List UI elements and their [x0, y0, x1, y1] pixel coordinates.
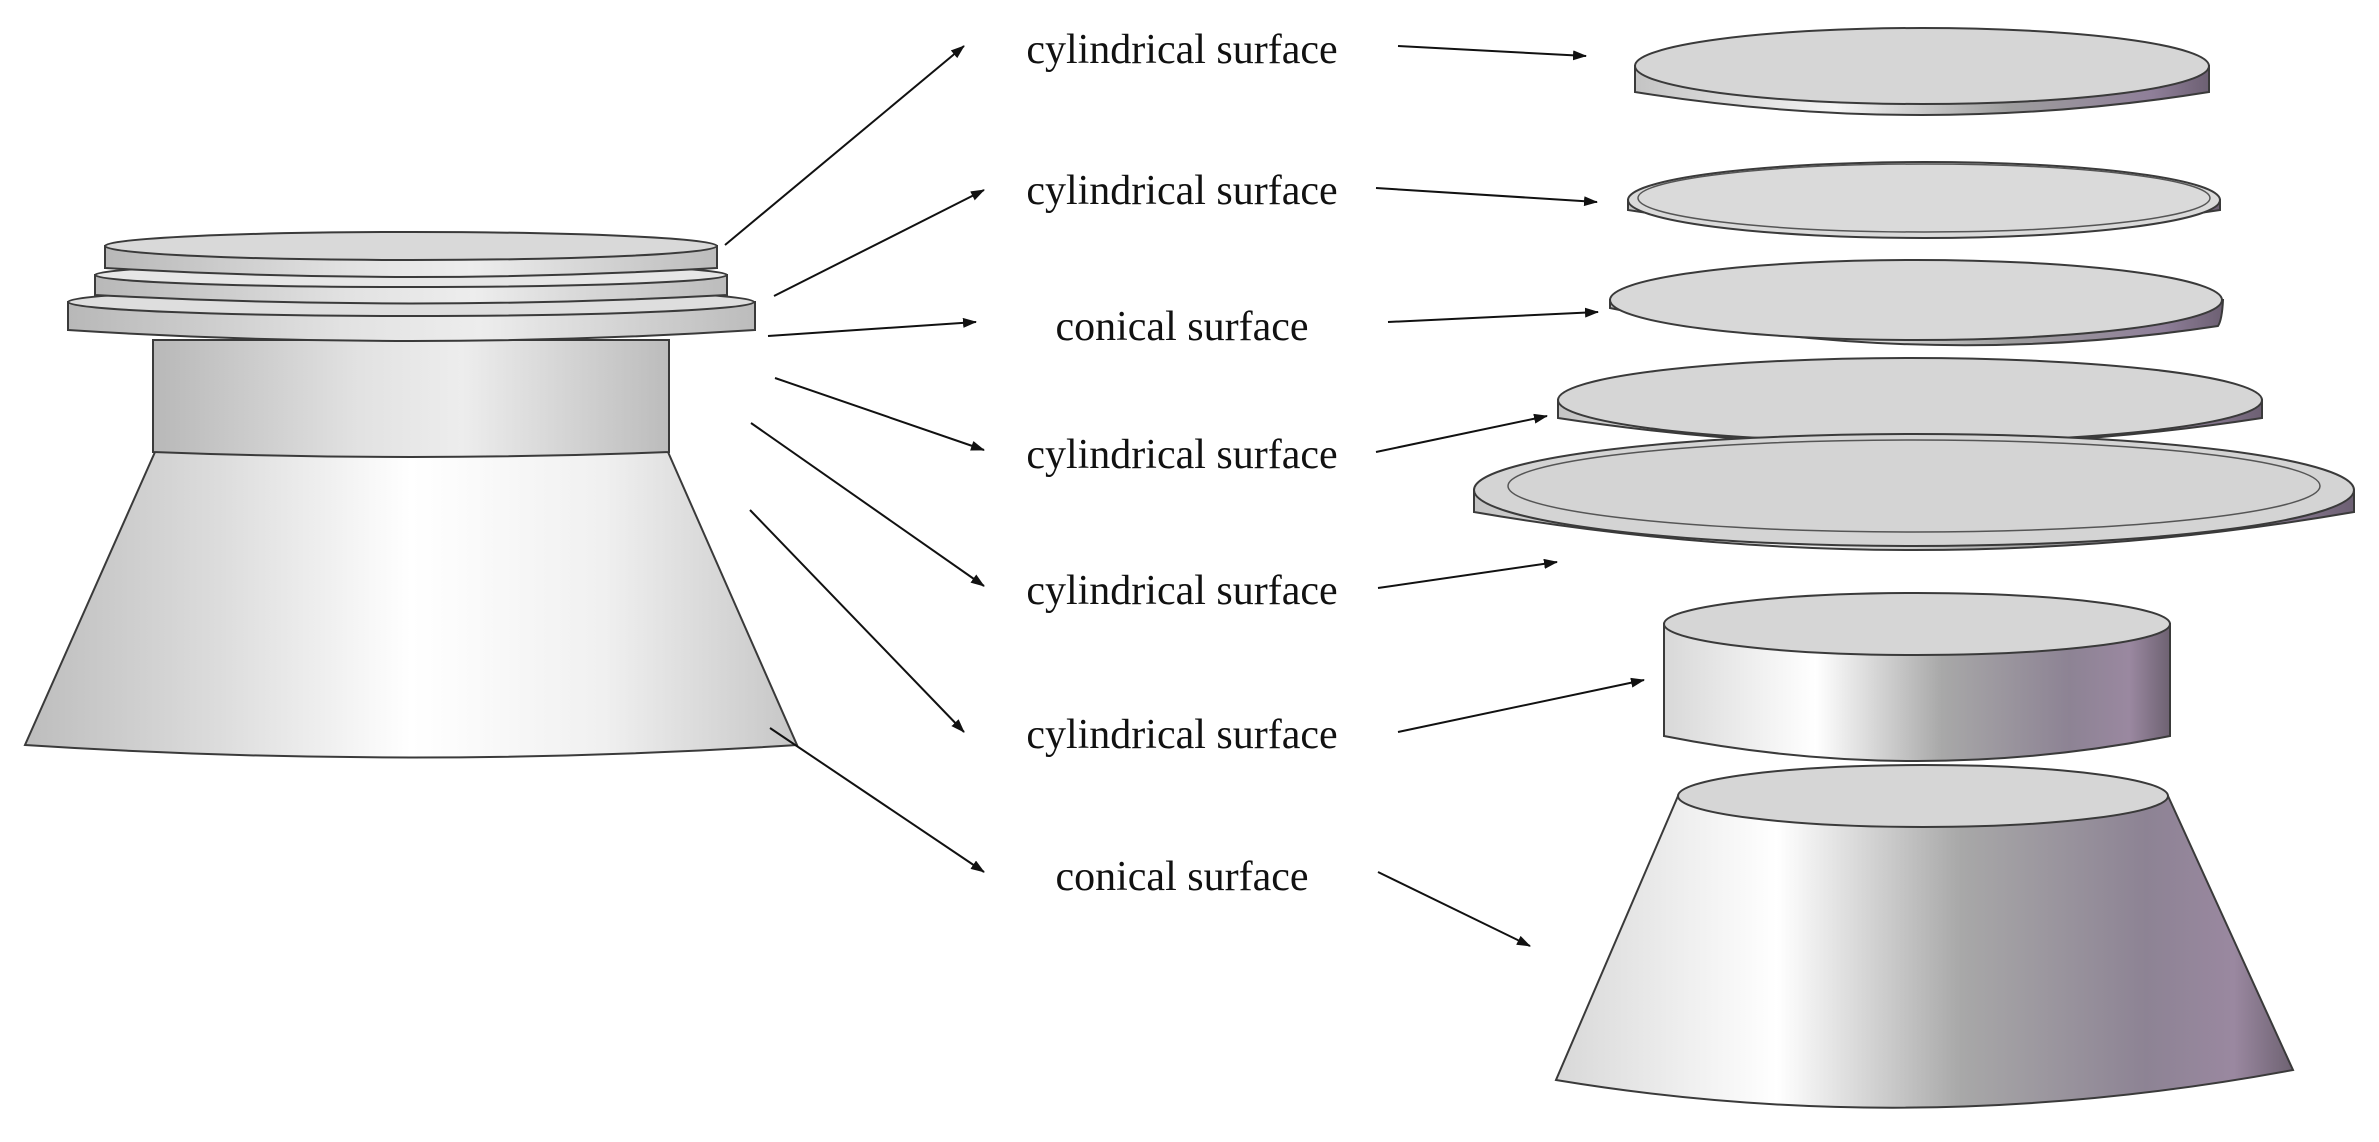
label-surface-7: conical surface [1055, 854, 1308, 900]
exploded-cone [1554, 764, 2295, 1109]
arrow-right-4 [1375, 413, 1548, 453]
surface-labels: cylindrical surface cylindrical surface … [1026, 27, 1337, 900]
label-surface-1: cylindrical surface [1026, 27, 1337, 73]
label-surface-4: cylindrical surface [1026, 432, 1337, 478]
label-surface-5: cylindrical surface [1026, 568, 1337, 614]
exploded-disk-4 [1557, 357, 2263, 446]
arrows-left [724, 45, 985, 873]
arrow-right-6 [1397, 677, 1645, 733]
arrow-right-5 [1377, 558, 1558, 589]
arrow-left-7 [769, 727, 985, 873]
label-surface-3: conical surface [1055, 304, 1308, 350]
exploded-conical-disk [1609, 259, 2225, 347]
arrow-right-1 [1397, 45, 1587, 61]
exploded-flange-disk [1473, 433, 2355, 551]
arrow-left-5 [750, 422, 985, 587]
arrow-left-3 [767, 317, 977, 337]
exploded-disk-1 [1634, 27, 2210, 116]
arrow-left-6 [749, 509, 965, 733]
arrows-right [1375, 45, 1645, 947]
arrow-right-2 [1375, 187, 1598, 207]
arrow-left-1 [724, 45, 965, 246]
arrow-left-2 [773, 189, 985, 297]
label-surface-6: cylindrical surface [1026, 712, 1337, 758]
arrow-left-4 [774, 377, 985, 451]
assembled-cylinder-band [152, 339, 670, 458]
arrow-right-7 [1377, 871, 1531, 947]
assembled-top-face [104, 231, 718, 261]
exploded-disk-2 [1627, 161, 2221, 239]
arrow-right-3 [1387, 307, 1599, 323]
assembled-part [23, 231, 799, 759]
assembled-cone-body [23, 451, 799, 759]
exploded-parts [1473, 27, 2355, 1109]
label-surface-2: cylindrical surface [1026, 168, 1337, 214]
exploded-cylinder [1663, 592, 2171, 762]
